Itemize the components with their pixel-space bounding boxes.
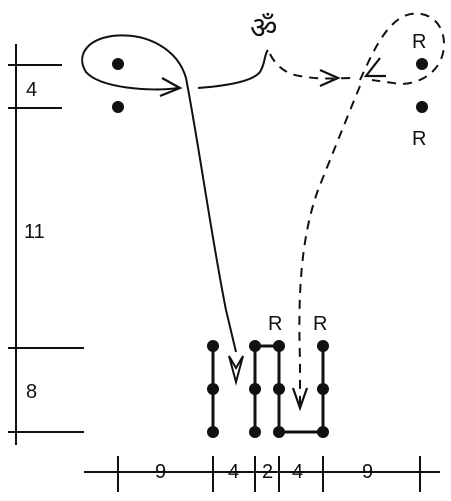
- dashed-loop-right: [359, 12, 446, 86]
- horizontal-dim-a: 9: [155, 461, 166, 483]
- solid-loop-path: [81, 34, 237, 353]
- column-c-dot-2: [273, 383, 285, 395]
- vertical-dim-bottom: 8: [26, 381, 37, 403]
- column-d-dot-3: [317, 426, 329, 438]
- dot-top-left-1: [112, 58, 124, 70]
- r-label-column-left: R: [268, 313, 282, 335]
- dashed-loop-arrowhead: [363, 57, 386, 78]
- dashed-arrowhead-right: [319, 68, 341, 88]
- solid-path-to-om: [197, 49, 269, 89]
- vertical-dim-top: 4: [26, 79, 37, 101]
- column-d-dot-1: [317, 340, 329, 352]
- horizontal-dimension-scale: 9 4 2 4 9: [84, 456, 440, 492]
- column-a-dot-1: [207, 340, 219, 352]
- open-arrowhead-left-column: [228, 355, 244, 386]
- solid-loop-arrowhead: [159, 77, 183, 98]
- column-d-dot-2: [317, 383, 329, 395]
- dashed-path-down: [298, 85, 361, 404]
- column-a-dot-2: [207, 383, 219, 395]
- dot-top-left-2: [112, 101, 124, 113]
- column-b-dot-1: [249, 340, 261, 352]
- r-label-column-right: R: [313, 313, 327, 335]
- column-b-dot-2: [249, 383, 261, 395]
- horizontal-dim-c: 2: [262, 461, 273, 483]
- vertical-dim-middle: 11: [24, 221, 45, 243]
- vertical-dimension-scale: 4 11 8: [8, 44, 84, 445]
- dot-top-right-1: [416, 58, 428, 70]
- om-symbol: ॐ: [250, 11, 277, 46]
- column-b-dot-3: [249, 426, 261, 438]
- r-label-top-right: R: [412, 31, 426, 53]
- dot-top-right-2: [416, 101, 428, 113]
- dashed-arrowhead-down: [291, 387, 309, 412]
- dashed-path-om-to-right: [269, 53, 353, 80]
- horizontal-dim-e: 9: [362, 461, 373, 483]
- horizontal-dim-d: 4: [292, 461, 303, 483]
- r-label-right-second: R: [412, 128, 426, 150]
- column-a-dot-3: [207, 426, 219, 438]
- horizontal-dim-b: 4: [228, 461, 239, 483]
- column-c-dot-1: [273, 340, 285, 352]
